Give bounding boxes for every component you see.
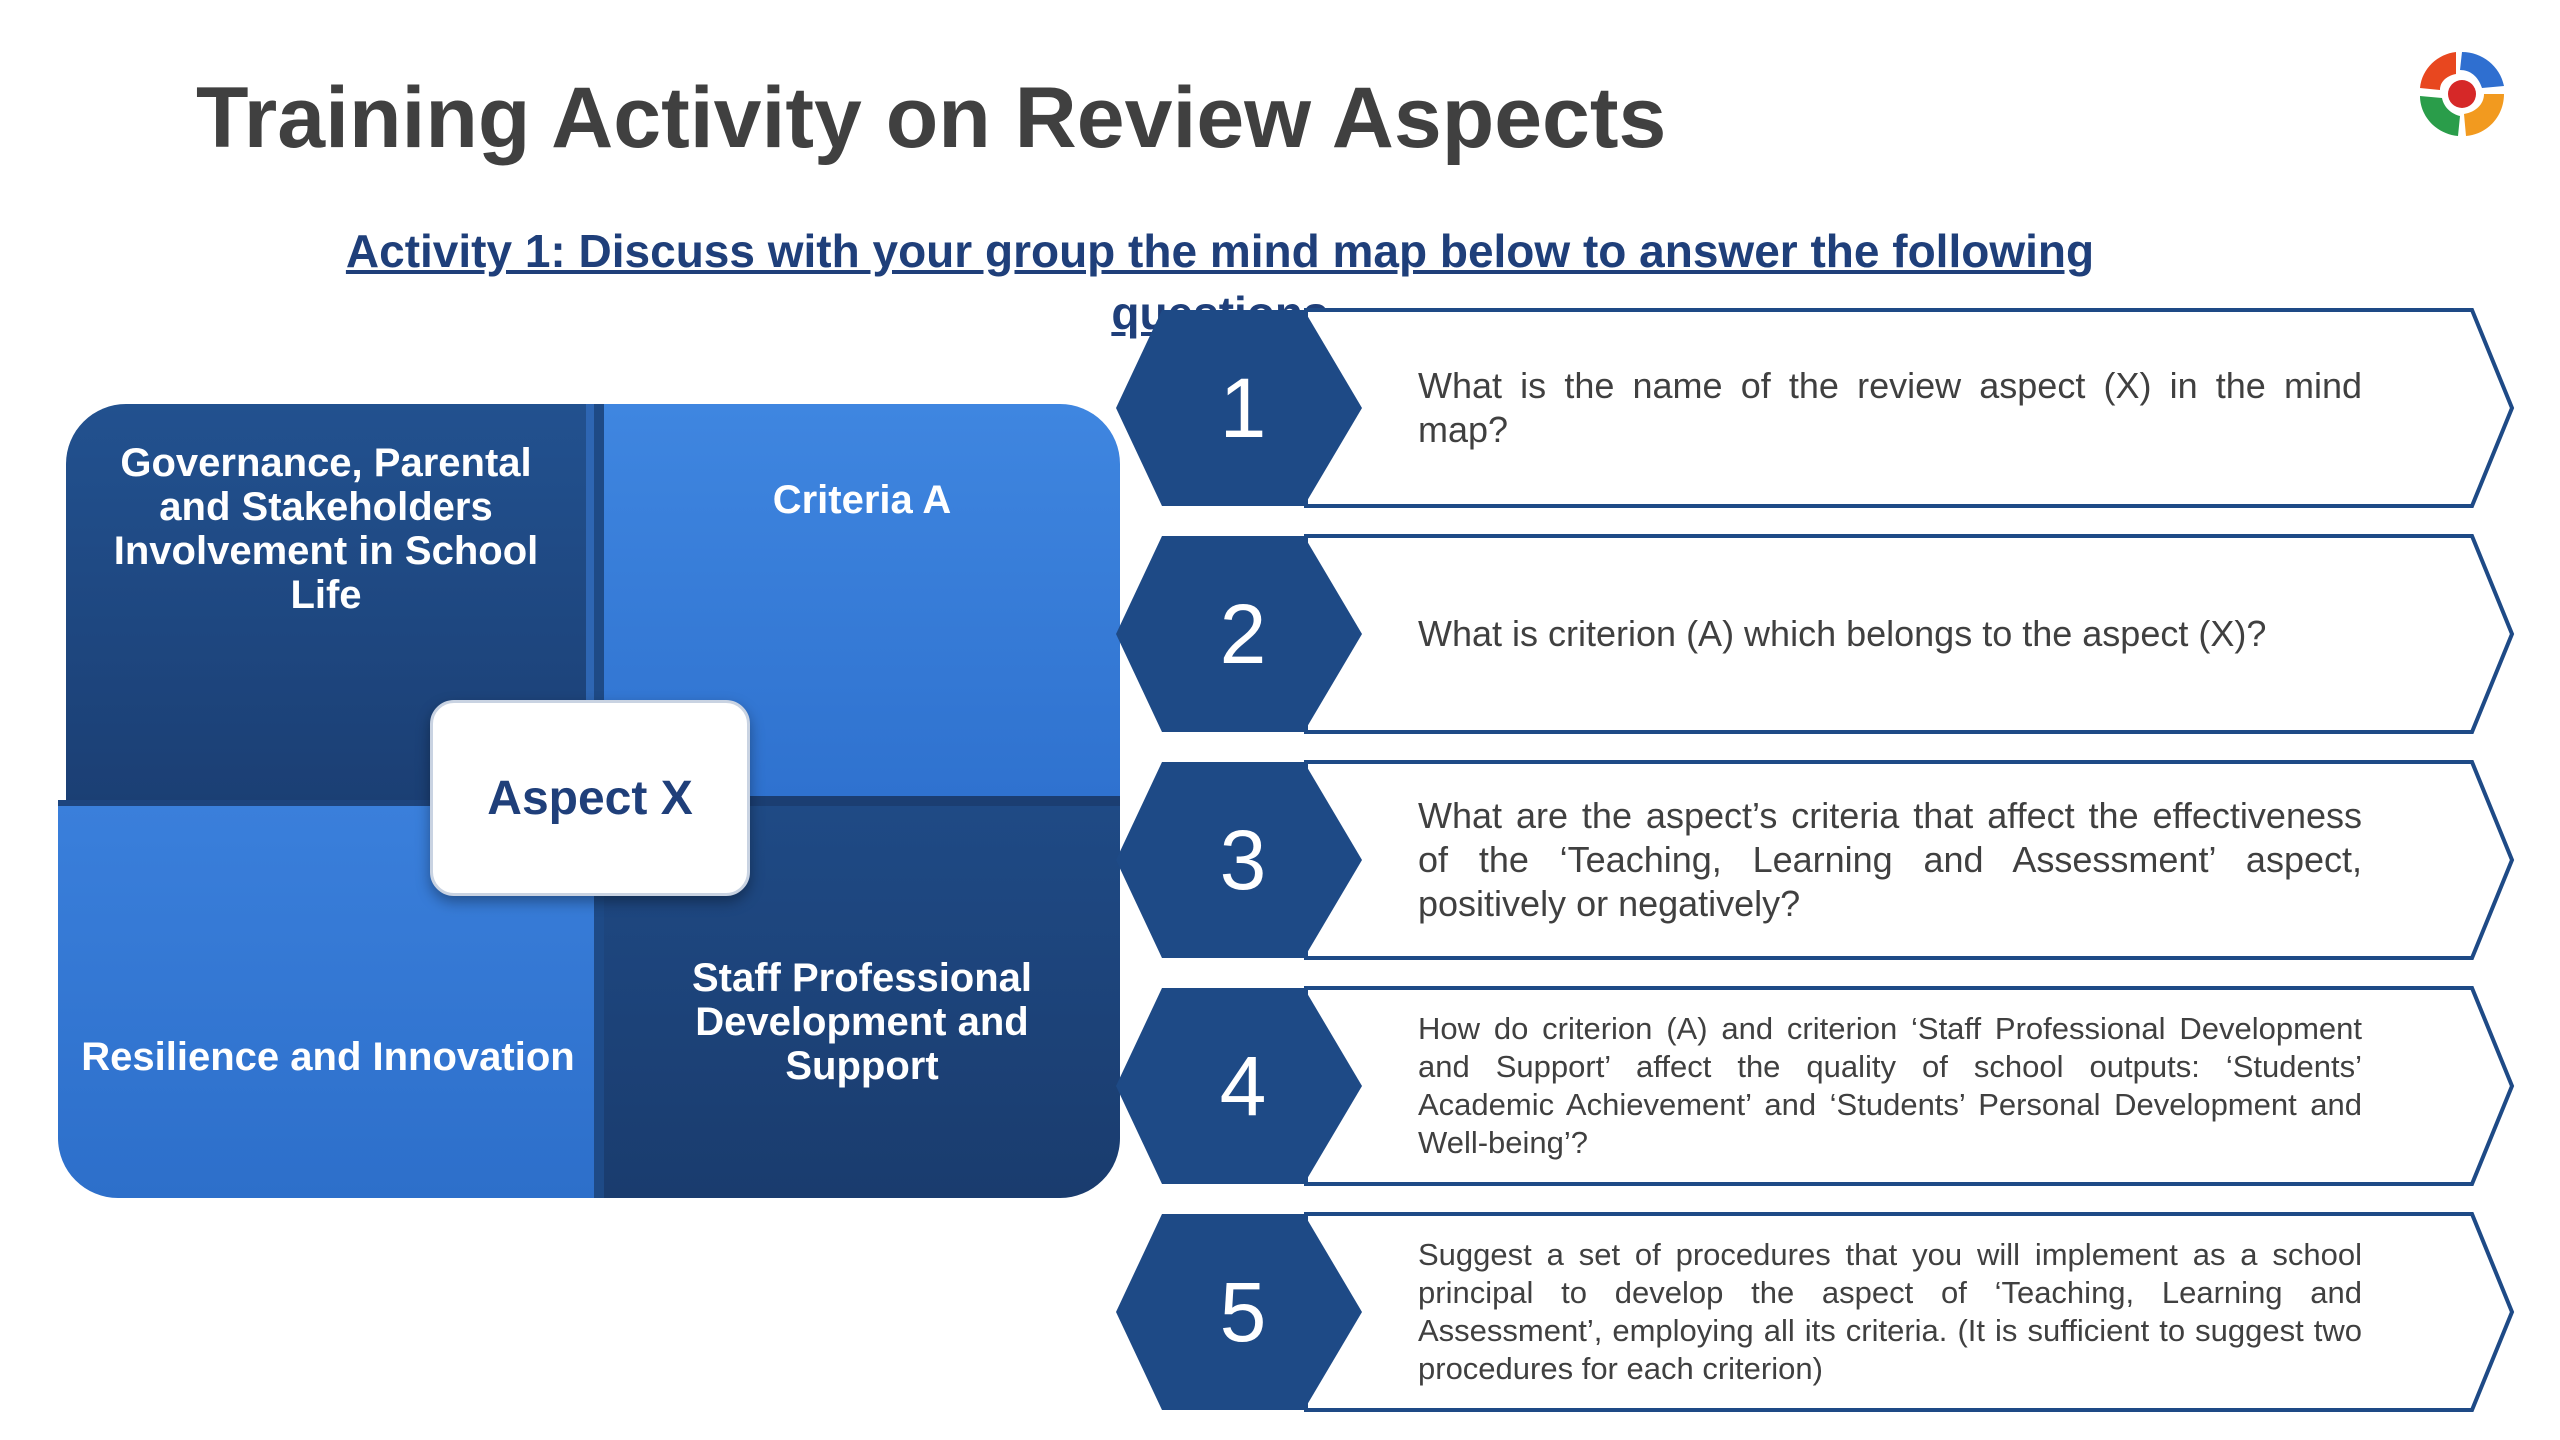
question-text-content: What are the aspect’s criteria that affe…: [1418, 795, 2362, 924]
mindmap-top-left-label: Governance, Parental and Stakeholders In…: [113, 441, 539, 617]
mindmap-bottom-right-label: Staff Professional Development and Suppo…: [691, 956, 1033, 1088]
question-text: What is the name of the review aspect (X…: [1418, 308, 2362, 508]
mindmap-bottom-left-label: Resilience and Innovation: [81, 1035, 575, 1079]
question-text-content: Suggest a set of procedures that you wil…: [1418, 1237, 2362, 1386]
question-row-2: 2 What is criterion (A) which belongs to…: [1116, 534, 2516, 734]
question-row-3: 3 What are the aspect’s criteria that af…: [1116, 760, 2516, 960]
question-number: 5: [1219, 1264, 1267, 1359]
mindmap-top-right-criterion: Criteria A: [594, 404, 1120, 796]
question-row-4: 4 How do criterion (A) and criterion ‘St…: [1116, 986, 2516, 1186]
question-number: 3: [1219, 812, 1267, 907]
question-text-content: How do criterion (A) and criterion ‘Staf…: [1418, 1011, 2362, 1160]
slide-title: Training Activity on Review Aspects: [196, 70, 1667, 166]
question-list: 1 What is the name of the review aspect …: [1116, 308, 2516, 1412]
mind-map: Governance, Parental and Stakeholders In…: [58, 404, 1120, 1198]
ministry-logo-icon: [2412, 44, 2512, 144]
question-text-content: What is the name of the review aspect (X…: [1418, 365, 2362, 450]
question-text: What is criterion (A) which belongs to t…: [1418, 534, 2362, 734]
question-text: How do criterion (A) and criterion ‘Staf…: [1418, 986, 2362, 1186]
question-text: Suggest a set of procedures that you wil…: [1418, 1212, 2362, 1412]
question-arrow-shape: [1116, 986, 2515, 1186]
question-arrow-shape: [1116, 308, 2515, 508]
question-arrow-shape: [1116, 1212, 2515, 1412]
question-row-5: 5 Suggest a set of procedures that you w…: [1116, 1212, 2516, 1412]
mindmap-top-right-label: Criteria A: [772, 478, 952, 522]
question-text-content: What is criterion (A) which belongs to t…: [1418, 613, 2267, 654]
question-arrow-shape: [1116, 760, 2515, 960]
mindmap-bottom-right-criterion: Staff Professional Development and Suppo…: [594, 796, 1120, 1198]
question-number: 4: [1219, 1038, 1267, 1133]
question-number: 2: [1219, 586, 1267, 681]
question-text: What are the aspect’s criteria that affe…: [1418, 760, 2362, 960]
question-number: 1: [1219, 360, 1267, 455]
question-row-1: 1 What is the name of the review aspect …: [1116, 308, 2516, 508]
mindmap-center-aspect: Aspect X: [430, 700, 750, 896]
question-arrow-shape: [1116, 534, 2515, 734]
